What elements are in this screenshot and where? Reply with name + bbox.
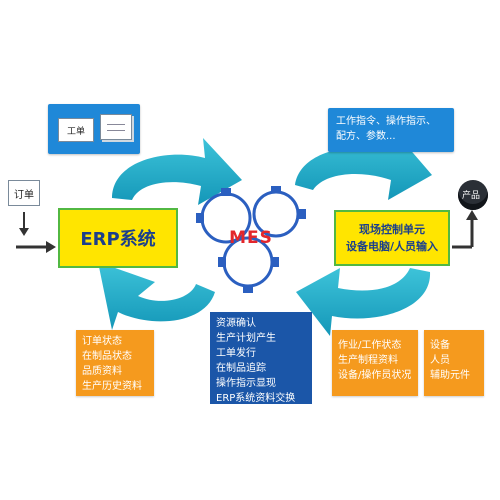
gear-tooth <box>221 188 231 196</box>
order-down-arrowhead <box>19 228 29 236</box>
product-icon <box>458 180 488 210</box>
field-unit-line-1: 现场控制单元 <box>359 223 425 236</box>
erp-status-item: 在制品状态 <box>82 351 132 362</box>
field-status-item: 作业/工作状态 <box>338 340 402 351</box>
resources-panel: 设备 人员 辅助元件 <box>424 330 484 396</box>
resource-item: 设备 <box>430 340 450 351</box>
order-doc: 订单 <box>8 180 40 206</box>
order-to-erp-arrowhead <box>46 241 56 253</box>
gear-tooth <box>271 186 281 193</box>
arrow-field-to-mes <box>296 268 431 336</box>
gear-tooth <box>271 257 279 267</box>
field-status-item: 生产制程资料 <box>338 355 398 366</box>
instruction-panel: 工作指令、操作指示、 配方、参数... <box>328 108 454 152</box>
field-unit-line-2: 设备电脑/人员输入 <box>345 240 439 253</box>
product-label: 产品 <box>462 191 481 201</box>
order-label: 订单 <box>14 189 34 201</box>
mes-function-item: ERP系统资料交换 <box>216 393 296 404</box>
product-up-arrowhead <box>466 210 478 220</box>
mes-functions-panel: 资源确认 生产计划产生 工单发行 在制品追踪 操作指示显现 ERP系统资料交换 <box>210 312 312 404</box>
mes-function-item: 工单发行 <box>216 348 256 359</box>
work-order-doc-stack <box>100 114 132 140</box>
mes-function-item: 操作指示显现 <box>216 378 276 389</box>
arrow-erp-to-mes <box>112 138 242 205</box>
gear-tooth <box>243 285 253 293</box>
gear-tooth <box>218 257 226 267</box>
erp-status-item: 生产历史资料 <box>82 381 142 392</box>
instruction-line-1: 工作指令、操作指示、 <box>336 116 436 127</box>
field-control-unit-box: 现场控制单元 设备电脑/人员输入 <box>334 210 450 266</box>
resource-item: 辅助元件 <box>430 370 470 381</box>
erp-system-label: ERP系统 <box>80 229 156 250</box>
field-status-panel: 作业/工作状态 生产制程资料 设备/操作员状况 <box>332 330 418 396</box>
mes-function-item: 生产计划产生 <box>216 333 276 344</box>
erp-status-item: 品质资料 <box>82 366 122 377</box>
gear-tooth <box>299 209 306 219</box>
work-order-panel: 工单 <box>48 104 140 154</box>
work-order-doc: 工单 <box>58 118 94 142</box>
mes-function-item: 在制品追踪 <box>216 363 266 374</box>
erp-status-item: 订单状态 <box>82 336 122 347</box>
resource-item: 人员 <box>430 355 450 366</box>
arrow-mes-to-erp <box>98 262 215 330</box>
instruction-line-2: 配方、参数... <box>336 131 396 142</box>
mes-label: MES <box>229 228 273 248</box>
field-status-item: 设备/操作员状况 <box>338 370 412 381</box>
mes-function-item: 资源确认 <box>216 318 256 329</box>
erp-system-box: ERP系统 <box>58 208 178 268</box>
work-order-label: 工单 <box>66 126 85 137</box>
gear-tooth <box>196 213 204 223</box>
erp-status-panel: 订单状态 在制品状态 品质资料 生产历史资料 <box>76 330 154 396</box>
